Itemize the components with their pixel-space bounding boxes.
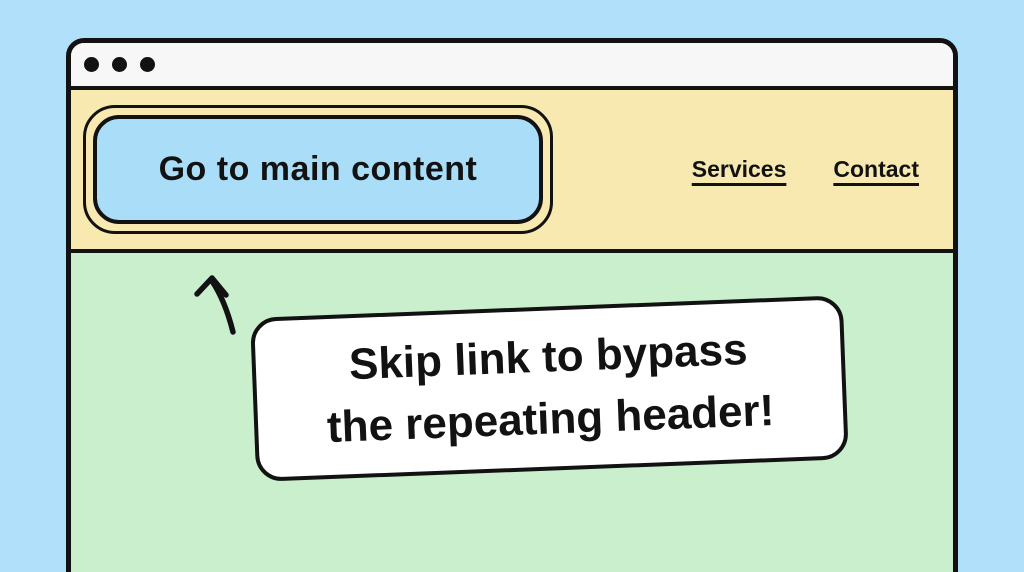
site-header: Go to main content Services Contact — [71, 90, 953, 253]
annotation-bubble: Skip link to bypass the repeating header… — [250, 295, 849, 482]
header-nav: Services Contact — [692, 156, 919, 183]
nav-link-services[interactable]: Services — [691, 156, 787, 182]
window-control-dot — [112, 57, 127, 72]
skip-link-button[interactable]: Go to main content — [93, 115, 543, 224]
window-control-dot — [84, 57, 99, 72]
window-control-dot — [140, 57, 155, 72]
skip-link-focus-ring: Go to main content — [83, 105, 553, 234]
nav-link-contact[interactable]: Contact — [833, 156, 919, 182]
window-titlebar — [71, 43, 953, 90]
